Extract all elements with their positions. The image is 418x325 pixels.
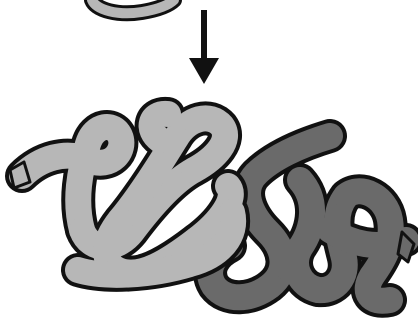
light-protein-chain xyxy=(10,114,233,275)
top-chain-loop-icon xyxy=(92,0,174,13)
down-arrow-icon xyxy=(189,10,219,84)
